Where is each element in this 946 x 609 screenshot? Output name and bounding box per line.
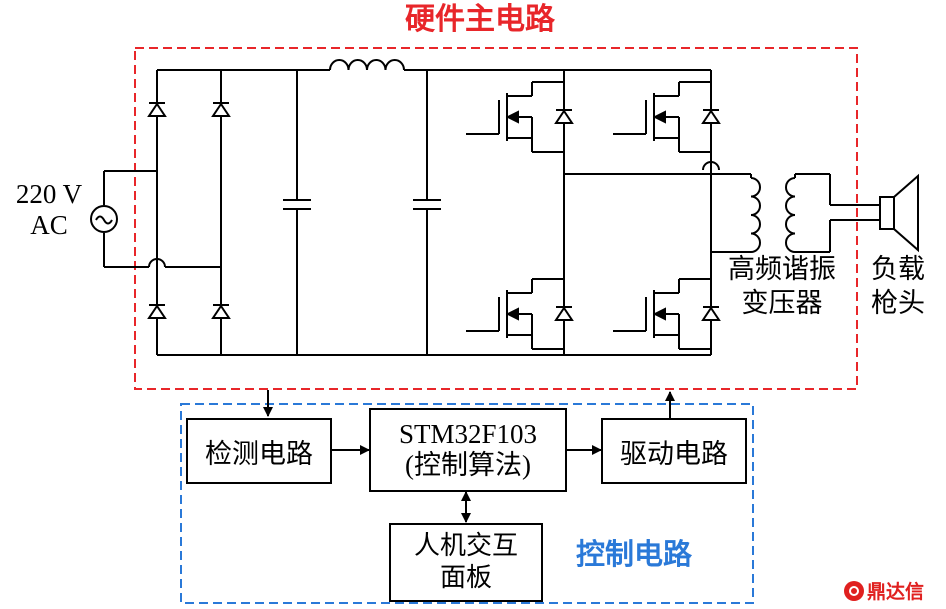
mcu-block: STM32F103 (控制算法) (369, 408, 567, 492)
ac-type-label: AC (30, 210, 68, 241)
control-boundary (180, 403, 754, 604)
transformer-label: 高频谐振 变压器 (712, 253, 852, 321)
rectifier-diode-icon (147, 304, 167, 319)
drive-circuit-block: 驱动电路 (601, 418, 747, 484)
ac-voltage-label: 220 V (15, 179, 83, 209)
watermark-text: 鼎达信 (867, 581, 925, 603)
transformer-label-line2: 变压器 (741, 287, 823, 319)
rectifier-diode-icon (211, 102, 231, 117)
hmi-label-line1: 人机交互 (413, 531, 518, 562)
load-label-line1: 负载 (871, 254, 925, 285)
watermark-icon (844, 580, 864, 601)
ac-source-icon (90, 205, 118, 233)
mosfet-icon (613, 278, 721, 350)
detect-circuit-block: 检测电路 (186, 418, 332, 484)
transformer-label-line1: 高频谐振 (728, 254, 836, 285)
watermark-logo: 鼎达信 (844, 577, 924, 604)
detect-circuit-label: 检测电路 (205, 438, 313, 470)
ac-source-label: 220 V AC (10, 179, 88, 241)
mcu-label: STM32F103 (398, 418, 538, 449)
drive-circuit-label: 驱动电路 (620, 438, 728, 470)
hmi-panel-block: 人机交互 面板 (389, 523, 543, 602)
load-label-line2: 枪头 (871, 287, 925, 319)
capacitor-icon (283, 70, 311, 355)
inductor (329, 59, 405, 71)
mosfet-icon (466, 278, 574, 350)
mcu-sub-label: (控制算法) (405, 450, 531, 480)
rectifier-diode-icon (211, 304, 231, 319)
speaker-icon (879, 173, 919, 253)
transformer-icon (711, 173, 880, 253)
capacitor-icon (413, 70, 441, 355)
mosfet-icon (613, 81, 721, 153)
hmi-label-line2: 面板 (439, 562, 492, 593)
hardware-title: 硬件主电路 (405, 2, 555, 37)
hardware-boundary (134, 47, 858, 390)
control-title: 控制电路 (576, 537, 693, 571)
rectifier-diode-icon (147, 102, 167, 117)
mosfet-icon (466, 81, 574, 153)
load-label: 负载 枪头 (858, 253, 938, 321)
